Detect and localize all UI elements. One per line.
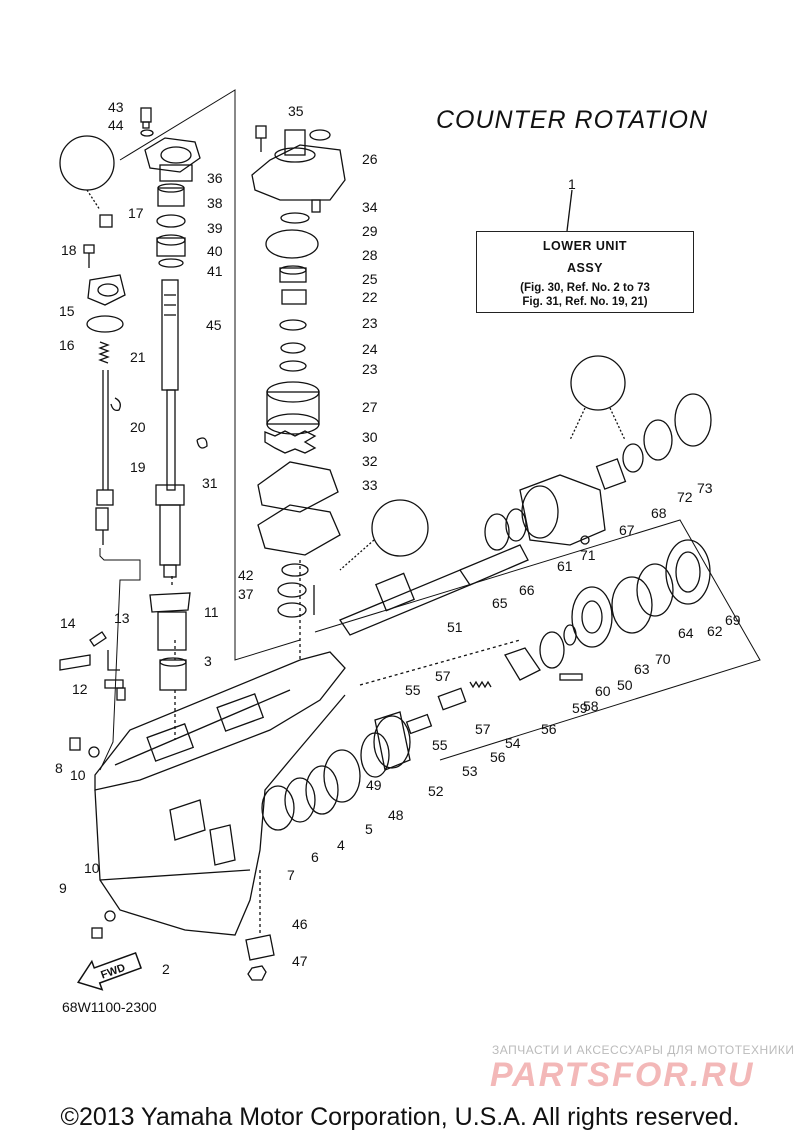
- callout-37: 37: [238, 586, 254, 602]
- assy-line-3: (Fig. 30, Ref. No. 2 to 73: [520, 282, 650, 294]
- callout-51: 51: [447, 619, 463, 635]
- assembly-info-box: LOWER UNIT ASSY (Fig. 30, Ref. No. 2 to …: [476, 231, 694, 313]
- fwd-arrow-icon: FWD: [76, 951, 143, 991]
- callout-39: 39: [207, 220, 223, 236]
- copyright-notice: ©2013 Yamaha Motor Corporation, U.S.A. A…: [60, 1103, 740, 1131]
- callout-33: 33: [362, 477, 378, 493]
- callout-36: 36: [207, 170, 223, 186]
- callout-55: 55: [432, 737, 448, 753]
- callout-3: 3: [204, 653, 212, 669]
- callout-68: 68: [651, 505, 667, 521]
- callout-46: 46: [292, 916, 308, 932]
- callout-69: 69: [725, 612, 741, 628]
- callout-56: 56: [490, 749, 506, 765]
- callout-10: 10: [84, 860, 100, 876]
- callout-71: 71: [580, 547, 596, 563]
- callout-layer: 4344363839404145171815162120193135263429…: [55, 99, 741, 977]
- callout-9: 9: [59, 880, 67, 896]
- callout-13: 13: [114, 610, 130, 626]
- callout-45: 45: [206, 317, 222, 333]
- callout-72: 72: [677, 489, 693, 505]
- watermark-subtitle: ЗАПЧАСТИ И АКСЕССУАРЫ ДЛЯ МОТОТЕХНИКИ: [492, 1043, 795, 1057]
- callout-57: 57: [435, 668, 451, 684]
- assy-line-4: Fig. 31, Ref. No. 19, 21): [522, 296, 648, 308]
- callout-41: 41: [207, 263, 223, 279]
- callout-57: 57: [475, 721, 491, 737]
- callout-34: 34: [362, 199, 378, 215]
- callout-48: 48: [388, 807, 404, 823]
- callout-32: 32: [362, 453, 378, 469]
- callout-27: 27: [362, 399, 378, 415]
- diagram-title: COUNTER ROTATION: [436, 106, 709, 134]
- callout-19: 19: [130, 459, 146, 475]
- callout-58: 58: [583, 698, 599, 714]
- callout-28: 28: [362, 247, 378, 263]
- callout-54: 54: [505, 735, 521, 751]
- callout-11: 11: [204, 604, 219, 620]
- callout-31: 31: [202, 475, 218, 491]
- callout-70: 70: [655, 651, 671, 667]
- callout-52: 52: [428, 783, 444, 799]
- callout-56: 56: [541, 721, 557, 737]
- callout-62: 62: [707, 623, 723, 639]
- callout-14: 14: [60, 615, 76, 631]
- callout-8: 8: [55, 760, 63, 776]
- callout-30: 30: [362, 429, 378, 445]
- callout-5: 5: [365, 821, 373, 837]
- callout-55: 55: [405, 682, 421, 698]
- callout-12: 12: [72, 681, 88, 697]
- callout-15: 15: [59, 303, 75, 319]
- callout-29: 29: [362, 223, 378, 239]
- callout-23: 23: [362, 315, 378, 331]
- callout-18: 18: [61, 242, 77, 258]
- callout-61: 61: [557, 558, 573, 574]
- callout-53: 53: [462, 763, 478, 779]
- figure-code: 68W1100-2300: [62, 999, 157, 1015]
- callout-42: 42: [238, 567, 254, 583]
- watermark-logo: PARTSFOR.RU: [490, 1056, 755, 1094]
- grease-icon: [371, 499, 429, 557]
- callout-35: 35: [288, 103, 304, 119]
- assy-line-2: ASSY: [566, 261, 604, 275]
- lock-icon: [59, 135, 115, 191]
- callout-47: 47: [292, 953, 308, 969]
- callout-43: 43: [108, 99, 124, 115]
- assy-line-1: LOWER UNIT: [542, 239, 628, 253]
- callout-44: 44: [108, 117, 124, 133]
- callout-4: 4: [337, 837, 345, 853]
- callout-20: 20: [130, 419, 146, 435]
- callout-63: 63: [634, 661, 650, 677]
- callout-2: 2: [162, 961, 170, 977]
- callout-24: 24: [362, 341, 378, 357]
- callout-66: 66: [519, 582, 535, 598]
- callout-6: 6: [311, 849, 319, 865]
- callout-7: 7: [287, 867, 295, 883]
- callout-1: 1: [568, 176, 576, 192]
- callout-22: 22: [362, 289, 378, 305]
- callout-40: 40: [207, 243, 223, 259]
- callout-26: 26: [362, 151, 378, 167]
- callout-49: 49: [366, 777, 382, 793]
- callout-38: 38: [207, 195, 223, 211]
- callout-21: 21: [130, 349, 146, 365]
- callout-50: 50: [617, 677, 633, 693]
- callout-23: 23: [362, 361, 378, 377]
- callout-60: 60: [595, 683, 611, 699]
- callout-25: 25: [362, 271, 378, 287]
- callout-16: 16: [59, 337, 75, 353]
- callout-64: 64: [678, 625, 694, 641]
- callout-17: 17: [128, 205, 144, 221]
- callout-10: 10: [70, 767, 86, 783]
- callout-65: 65: [492, 595, 508, 611]
- callout-59: 59: [572, 700, 588, 716]
- callout-73: 73: [697, 480, 713, 496]
- callout-67: 67: [619, 522, 635, 538]
